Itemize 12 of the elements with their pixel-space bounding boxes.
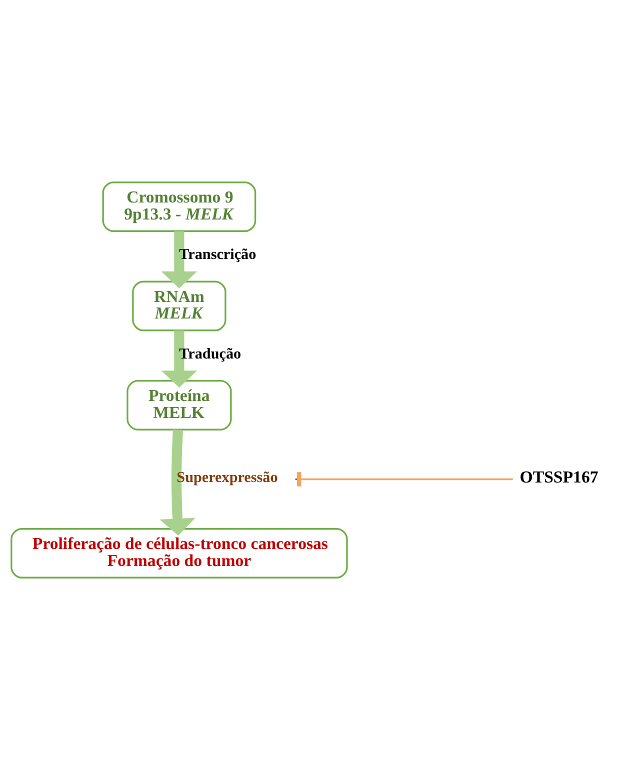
node-box: Proliferação de células-tronco cancerosas Formação do tumor — [10, 528, 348, 578]
node-box: RNAm MELK — [132, 280, 226, 332]
node-box: Cromossomo 9 9p13.3 - MELK — [102, 182, 256, 232]
edge-label: Transcrição — [179, 247, 256, 264]
edge-label: Tradução — [179, 346, 242, 362]
node-box: Proteína MELK — [126, 380, 232, 430]
node-text: OTSSP167 — [520, 468, 598, 487]
arrow — [161, 231, 198, 288]
arrow — [160, 430, 196, 536]
connector — [296, 478, 513, 480]
edge-label: Superexpressão — [176, 470, 278, 486]
arrow — [161, 330, 198, 388]
